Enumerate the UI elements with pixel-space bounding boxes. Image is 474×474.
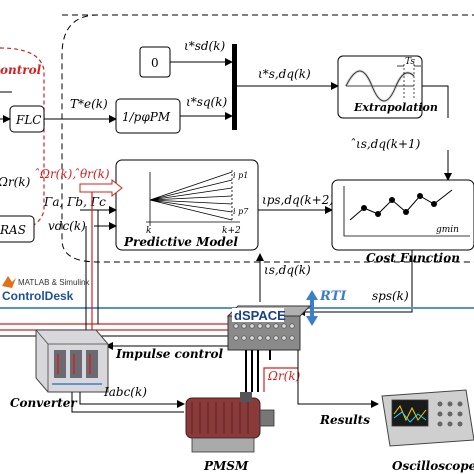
cost-function-block — [331, 179, 474, 251]
omega-hat-fragment: ̂Ωr(k) — [0, 175, 31, 189]
isdq-p-k2-label: ιps,dq(k+2) — [262, 193, 334, 207]
omega-r-label: Ωr(k) — [267, 369, 301, 383]
pmsm-image — [185, 392, 275, 453]
cost-function-label: Cost Function — [366, 251, 460, 265]
extrap-out-line — [422, 85, 449, 118]
extrapolation-sine-shadow — [344, 69, 416, 103]
isdq-pred-hat-label: ̂ιs,dq(k+1) — [351, 137, 421, 151]
rti-arrow-icon — [306, 290, 318, 326]
isdq-ref-label: ι*s,dq(k) — [258, 67, 311, 81]
impulse-control-label: Impulse control — [115, 347, 223, 361]
oscilloscope-label: Oscilloscope — [392, 459, 474, 473]
extrapolation-ts-label: Ts — [405, 57, 415, 67]
isd-ref-label: ι*sd(k) — [184, 39, 225, 53]
predictive-model-label: Predictive Model — [123, 235, 238, 249]
pm-k-label: k — [146, 226, 151, 236]
pmsm-label: PMSM — [203, 459, 249, 473]
gain-block-label: 1/pφPM — [122, 110, 171, 124]
mux-bar — [232, 44, 237, 130]
cost-axes — [343, 186, 470, 237]
controldesk-label: ControlDesk — [2, 289, 74, 303]
dspace-label-bg — [232, 308, 284, 322]
converter-motor-line — [71, 392, 184, 413]
pm-ip7-label: i p7 — [233, 207, 249, 216]
extrapolation-sample-marks — [403, 64, 415, 100]
converter-label: Converter — [10, 396, 78, 410]
te-ref-label: T*e(k) — [70, 97, 108, 111]
results-arrow — [297, 350, 379, 408]
ss-switching-signal — [297, 250, 413, 316]
flc-label: FLC — [15, 113, 41, 127]
iabc-arrow — [79, 392, 185, 408]
controller-boundary — [61, 14, 474, 263]
ss-label: sps(k) — [372, 289, 409, 303]
omega-theta-hat-label: ̂Ωr(k), ̂θr(k) — [35, 167, 110, 181]
pm-ip1-label: i p1 — [233, 171, 248, 180]
gmin-label: gmin — [436, 225, 459, 235]
omega-r-line — [263, 367, 298, 392]
matlab-label: MATLAB & Simulink — [18, 278, 90, 287]
omega-theta-hollow-arrow — [79, 178, 123, 198]
vdc-label: vdc(k) — [48, 219, 86, 233]
gammas-label: Γa, Γb, Γc — [43, 195, 106, 209]
oscilloscope-image — [381, 389, 474, 447]
dspace-cables — [245, 350, 259, 392]
prediction-fan — [146, 170, 240, 226]
rti-label: RTI — [319, 289, 347, 304]
control-region-label: ontrol — [0, 63, 42, 77]
mras-block — [0, 215, 35, 243]
dspace-label: dSPACE — [234, 308, 286, 323]
extrapolation-sine — [345, 70, 415, 102]
mras-label: RAS — [0, 223, 26, 237]
cost-points — [361, 193, 437, 217]
extrapolation-label: Extrapolation — [353, 101, 438, 114]
converter-image — [35, 329, 109, 393]
pm-k2-label: k+2 — [222, 226, 241, 236]
iabc-label: Iabc(k) — [103, 385, 147, 399]
matlab-logo — [2, 276, 16, 288]
isdq-k-label: ιs,dq(k) — [264, 263, 311, 277]
zero-constant-label: 0 — [151, 56, 159, 70]
isq-ref-label: ι*sq(k) — [186, 95, 227, 109]
results-label: Results — [319, 413, 370, 427]
